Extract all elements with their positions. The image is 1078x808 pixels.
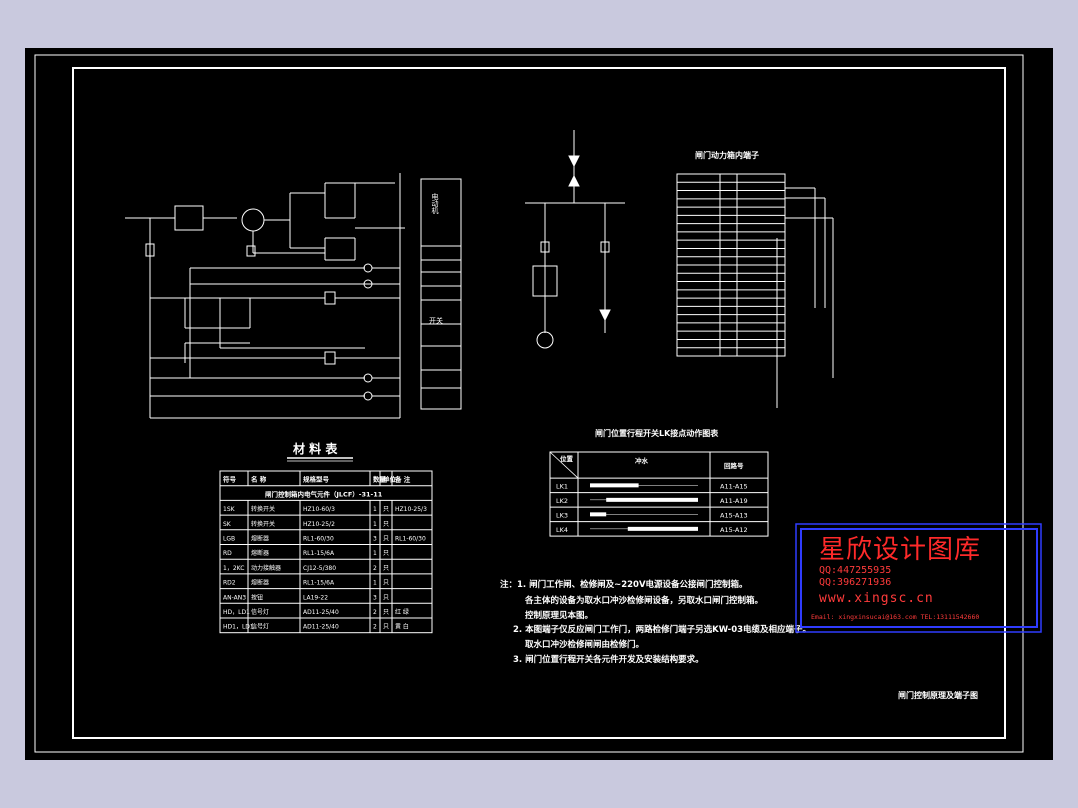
material-header-cell: 规格型号 — [303, 475, 330, 484]
material-cell: 只 — [383, 536, 389, 543]
note-line-2: 各主体的设备为取水口冲沙检修闸设备，另取水口闸门控制箱。 — [525, 596, 764, 606]
material-cell: 红 绿 — [395, 608, 409, 616]
watermark-qq-2: QQ:396271936 — [819, 577, 892, 588]
material-cell: AD11-25/40 — [303, 624, 339, 631]
note-line-4: 2. 本图端子仅反应闸门工作门，两路检修门端子另选KW-03电缆及相应端子。 — [513, 625, 812, 635]
position-row-label: LK4 — [556, 526, 568, 534]
position-table-title: 闸门位置行程开关LK接点动作图表 — [595, 428, 719, 438]
material-cell: 只 — [383, 521, 389, 528]
position-row-label: LK1 — [556, 483, 568, 491]
material-cell: 信号灯 — [251, 623, 269, 631]
material-cell: 3 — [373, 536, 377, 543]
position-row-label: LK3 — [556, 512, 568, 520]
material-cell: 3 — [373, 594, 377, 601]
material-cell: 1，2KC — [223, 565, 244, 572]
side-label-column — [420, 178, 462, 410]
material-cell: 2 — [373, 565, 377, 572]
position-header-cell: 回路号 — [724, 461, 744, 470]
material-cell: RD — [223, 550, 232, 557]
material-cell: RL1-60/30 — [395, 536, 426, 543]
material-cell: SK — [223, 521, 232, 528]
material-cell: 只 — [383, 565, 389, 572]
material-header-cell: 备 注 — [394, 475, 411, 484]
material-cell: RL1-15/6A — [303, 580, 335, 587]
position-row-circuit: A15-A12 — [720, 526, 748, 534]
position-contact-bar — [590, 483, 639, 488]
material-cell: 2 — [373, 624, 377, 631]
material-cell: AD11-25/40 — [303, 609, 339, 616]
material-table-title: 材 料 表 — [292, 441, 338, 456]
material-cell: 只 — [383, 506, 389, 513]
outer-frame — [34, 54, 1024, 753]
material-cell: 黄 白 — [395, 623, 409, 631]
material-cell: 1 — [373, 521, 377, 528]
material-header-cell: 数量 — [373, 475, 387, 484]
material-cell: 只 — [383, 609, 389, 616]
material-cell: HZ10-25/2 — [303, 521, 335, 528]
material-cell: 熔断器 — [251, 535, 269, 543]
material-cell: 熔断器 — [251, 549, 269, 557]
position-contact-bar — [606, 497, 698, 502]
control-circuit — [125, 173, 405, 419]
cad-drawing-canvas: 电动机 开关 闸门动力箱内端子 材 料 表 符号名 称规格型号数量单位备 注闸门… — [25, 48, 1053, 760]
material-cell: 信号灯 — [251, 608, 269, 616]
watermark-qq-1: QQ:447255935 — [819, 565, 892, 576]
material-cell: RL1-60/30 — [303, 536, 334, 543]
material-cell: 熔断器 — [251, 579, 269, 587]
note-line-6: 3. 闸门位置行程开关各元件开发及安装结构要求。 — [513, 655, 704, 665]
drawing-title: 闸门控制原理及端子图 — [898, 690, 978, 700]
material-cell: 按钮 — [251, 593, 263, 601]
watermark-url[interactable]: www.xingsc.cn — [819, 591, 934, 606]
terminal-table-title: 闸门动力箱内端子 — [695, 150, 759, 160]
note-line-1: 注：1. 闸门工作闸、检修闸及~220V电源设备公接闸门控制箱。 — [500, 580, 748, 590]
material-cell: 1 — [373, 580, 377, 587]
note-line-3: 控制原理见本图。 — [525, 611, 594, 621]
material-cell: LA19-22 — [303, 594, 328, 601]
material-cell: 只 — [383, 624, 389, 631]
watermark-email: Email: xingxinsucai@163.com TEL:13111542… — [811, 613, 980, 621]
material-table: 符号名 称规格型号数量单位备 注闸门控制箱内电气元件（JLCF）-31-111S… — [219, 470, 433, 634]
drawing-svg: 电动机 开关 闸门动力箱内端子 材 料 表 符号名 称规格型号数量单位备 注闸门… — [34, 54, 1024, 753]
power-schematic — [525, 130, 625, 349]
inner-frame — [72, 67, 1006, 739]
material-cell: RL1-15/6A — [303, 550, 335, 557]
material-cell: 转换开关 — [251, 505, 275, 513]
material-header-cell: 名 称 — [251, 475, 267, 484]
material-group-row: 闸门控制箱内电气元件（JLCF）-31-11 — [265, 489, 383, 498]
material-cell: AN-AN3 — [223, 594, 246, 601]
material-cell: 只 — [383, 550, 389, 557]
position-row-label: LK2 — [556, 497, 568, 505]
position-row-circuit: A11-A15 — [720, 483, 748, 491]
material-cell: 只 — [383, 580, 389, 587]
material-cell: 1SK — [223, 506, 236, 513]
material-cell: 动力接触器 — [251, 564, 281, 572]
watermark: 星欣设计图库 QQ:447255935 QQ:396271936 www.xin… — [795, 523, 1042, 633]
material-cell: HZ10-60/3 — [303, 506, 335, 513]
material-cell: 2 — [373, 609, 377, 616]
note-line-5: 取水口冲沙检修闸闸由检修门。 — [525, 640, 645, 650]
material-cell: 1 — [373, 506, 377, 513]
side-label-switch: 开关 — [429, 316, 443, 325]
material-cell: LGB — [223, 536, 235, 543]
position-row-circuit: A15-A13 — [720, 512, 748, 520]
material-cell: HD，LD1 — [223, 609, 250, 616]
position-header-cell: 位置 — [560, 454, 574, 463]
material-cell: RD2 — [223, 580, 236, 587]
material-header-cell: 单位 — [383, 475, 397, 484]
position-row-circuit: A11-A19 — [720, 497, 748, 505]
material-cell: 转换开关 — [251, 520, 275, 528]
material-cell: 只 — [383, 594, 389, 601]
material-header-cell: 符号 — [223, 475, 237, 484]
position-header-cell: 冲水 — [635, 456, 649, 465]
watermark-title: 星欣设计图库 — [819, 535, 982, 565]
material-cell: 1 — [373, 550, 377, 557]
material-cell: HZ10-25/3 — [395, 506, 427, 513]
material-cell: HD1，LD1 — [223, 624, 254, 631]
position-contact-bar — [627, 526, 698, 531]
side-label-motor: 电动机 — [431, 192, 439, 215]
material-cell: CJ12-5/380 — [303, 565, 336, 572]
terminal-table — [676, 173, 834, 408]
position-contact-bar — [590, 512, 607, 517]
